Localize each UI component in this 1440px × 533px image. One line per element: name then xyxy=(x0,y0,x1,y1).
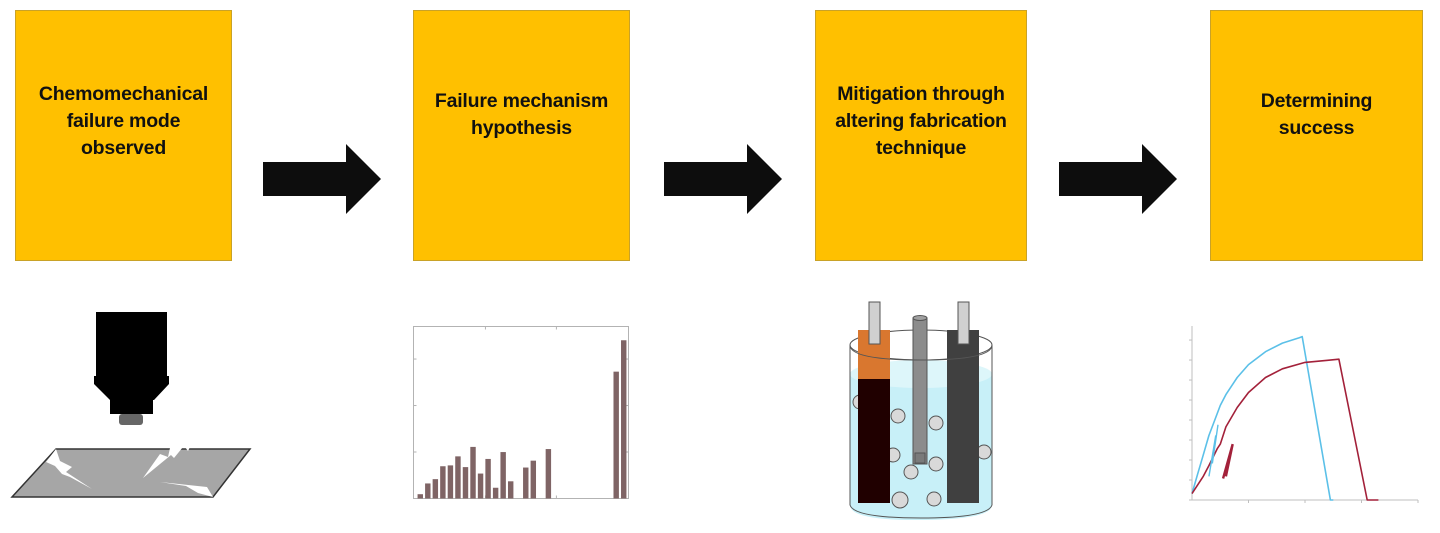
axis-ticks xyxy=(413,326,629,499)
bar xyxy=(470,446,476,499)
bar xyxy=(447,465,454,499)
step-label: Failure mechanism hypothesis xyxy=(434,89,609,139)
bar xyxy=(432,479,439,499)
gas-bubbles xyxy=(852,394,992,509)
bar xyxy=(477,473,484,499)
curve-series xyxy=(1191,335,1379,501)
right-arrow-icon xyxy=(664,144,782,214)
bar xyxy=(425,483,431,499)
bar xyxy=(613,371,619,499)
bar xyxy=(500,452,506,499)
beaker-outline xyxy=(849,344,993,519)
right-arrow-icon xyxy=(263,144,381,214)
bar xyxy=(507,481,514,499)
cracked-sample-icon xyxy=(10,447,252,498)
step-label: Mitigation through altering fabrication … xyxy=(835,83,1007,159)
microscope-objective-icon xyxy=(94,312,169,425)
step-box-failure-observed: Chemomechanical failure mode observed xyxy=(15,10,232,261)
bar xyxy=(462,467,469,499)
bar xyxy=(621,340,627,499)
chart-frame xyxy=(413,326,629,499)
series-line-curve-b xyxy=(1191,358,1379,501)
working-electrode-icon xyxy=(858,301,890,503)
step-label: Determining success xyxy=(1260,89,1373,139)
microscope-cracked-sample-icon xyxy=(10,312,252,498)
counter-electrode-icon xyxy=(947,301,979,503)
bar-chart xyxy=(413,326,629,499)
electrochemical-cell-icon xyxy=(849,301,993,520)
stress-strain-chart xyxy=(1189,326,1419,503)
bar xyxy=(417,494,423,499)
bar xyxy=(455,456,461,499)
series-noise-curve-a xyxy=(1208,424,1219,477)
chart-axes xyxy=(1189,326,1419,503)
bar xyxy=(523,467,529,499)
step-box-hypothesis: Failure mechanism hypothesis xyxy=(413,10,630,261)
step-label: Chemomechanical failure mode observed xyxy=(38,83,209,159)
reference-electrode-icon xyxy=(912,315,928,465)
bar-series xyxy=(417,340,627,499)
bar xyxy=(440,466,446,499)
bar xyxy=(485,458,491,499)
step-box-success: Determining success xyxy=(1210,10,1423,261)
bar xyxy=(530,460,537,499)
right-arrow-icon xyxy=(1059,144,1177,214)
step-box-mitigation: Mitigation through altering fabrication … xyxy=(815,10,1027,261)
bar xyxy=(492,487,499,499)
series-noise-curve-b xyxy=(1221,443,1234,479)
bar xyxy=(545,449,552,499)
series-line-curve-a xyxy=(1191,335,1334,501)
